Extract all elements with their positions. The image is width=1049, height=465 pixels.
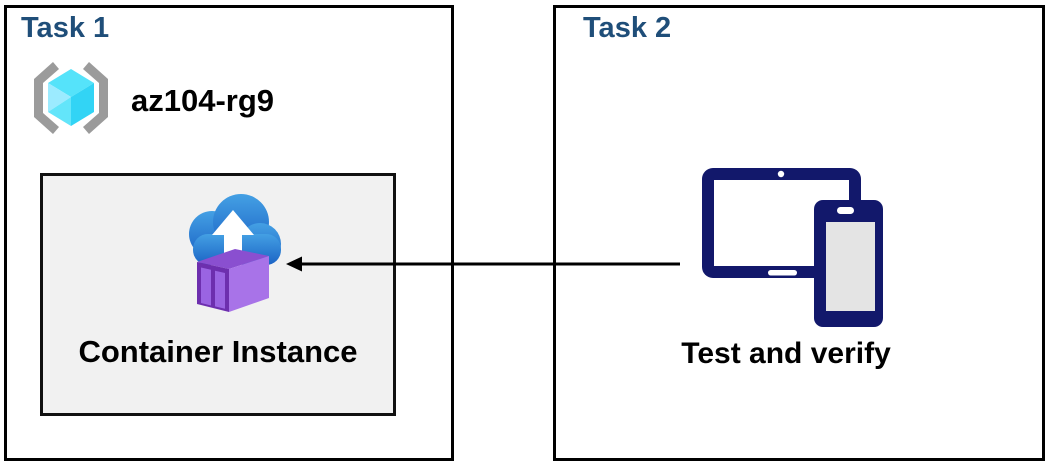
devices-icon bbox=[702, 168, 883, 327]
task2-title: Task 2 bbox=[583, 12, 672, 44]
connector-arrow bbox=[286, 256, 680, 272]
task1-title: Task 1 bbox=[21, 12, 110, 44]
container-instance-label: Container Instance bbox=[78, 334, 358, 369]
resource-group-row: az104-rg9 bbox=[27, 60, 274, 136]
container-box bbox=[197, 249, 269, 312]
upload-arrow bbox=[212, 210, 254, 272]
test-and-verify-label: Test and verify bbox=[681, 337, 891, 370]
container-instance-icon bbox=[189, 194, 281, 312]
resource-group-name: az104-rg9 bbox=[131, 83, 275, 118]
test-and-verify-group: Test and verify bbox=[661, 163, 911, 371]
phone-shape bbox=[814, 200, 883, 327]
resource-group-icon bbox=[34, 62, 108, 134]
container-instance-card: Container Instance bbox=[40, 173, 396, 416]
